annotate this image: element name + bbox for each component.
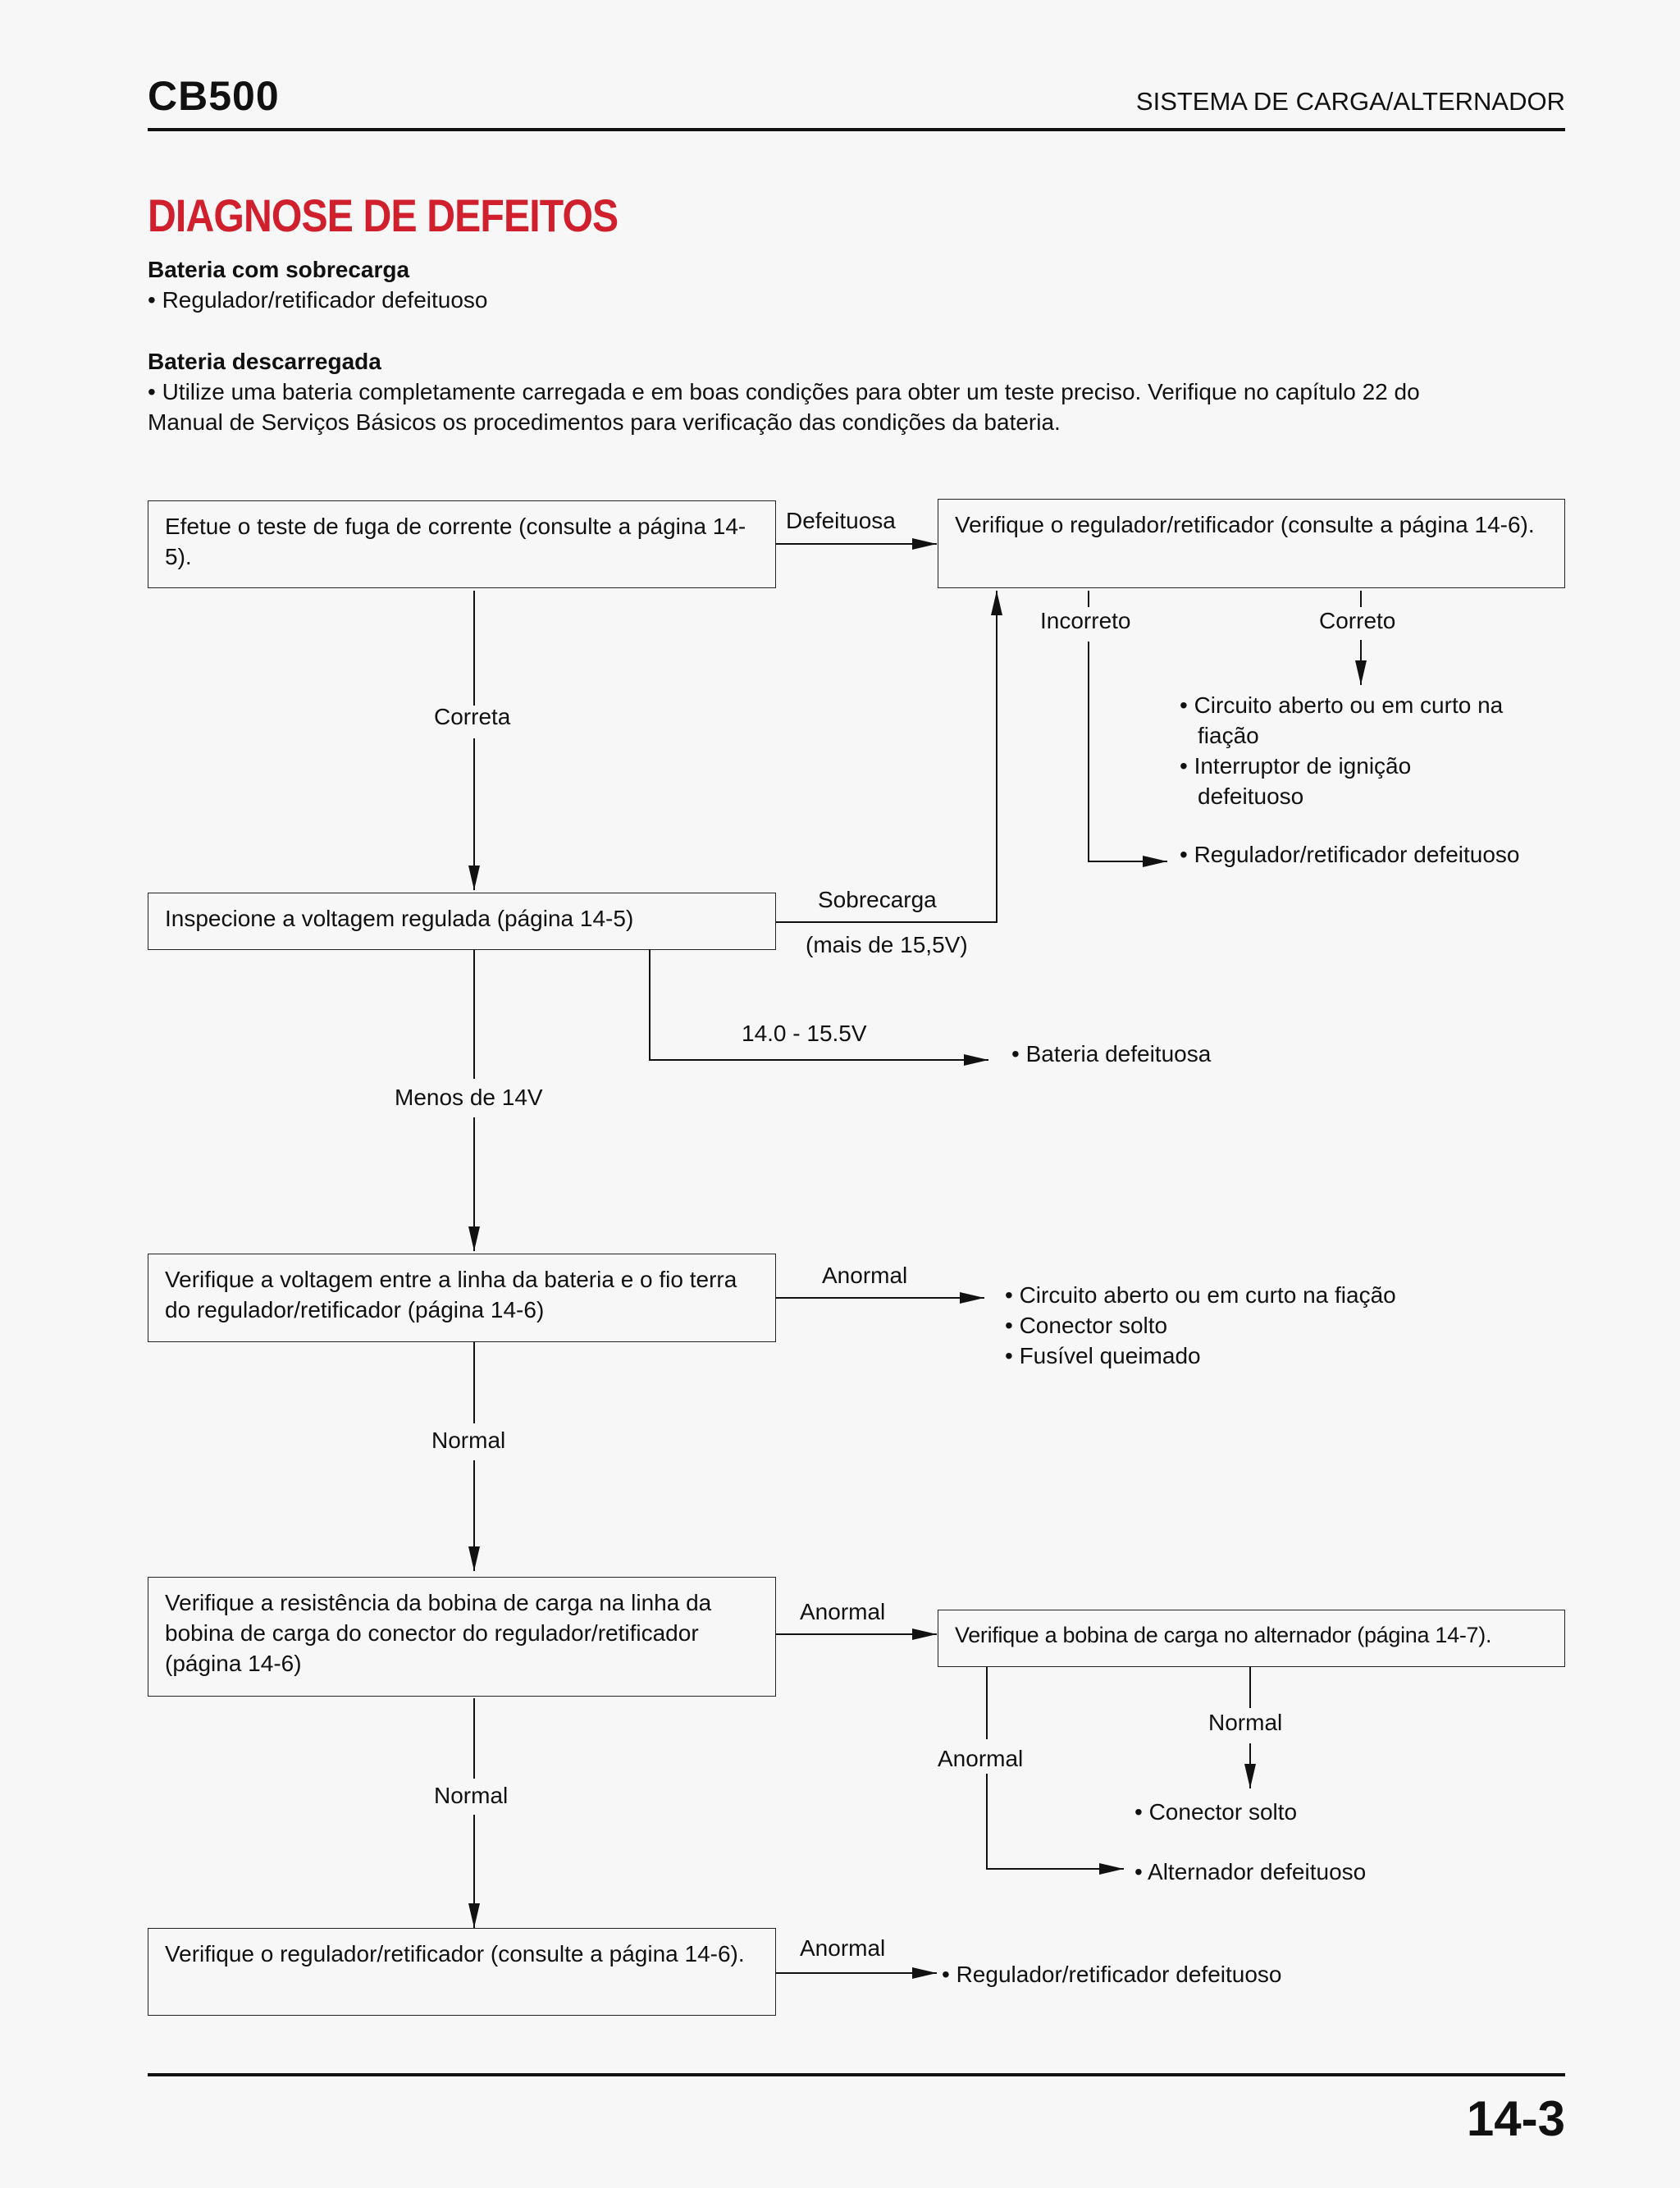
header-rule xyxy=(148,128,1565,131)
result-correto-line: • Interruptor de ignição xyxy=(1180,753,1412,779)
page-number: 14-3 xyxy=(1466,2091,1565,2146)
section-title: SISTEMA DE CARGA/ALTERNADOR xyxy=(1135,87,1565,116)
label-normal-2: Normal xyxy=(434,1783,509,1808)
intro-discharged: Bateria descarregada • Utilize uma bater… xyxy=(148,346,1420,437)
result-voltage-range: • Bateria defeituosa xyxy=(1011,1041,1212,1067)
discharged-line-2: Manual de Serviços Básicos os procedimen… xyxy=(148,409,1061,435)
discharged-line-1: • Utilize uma bateria completamente carr… xyxy=(148,379,1420,404)
box-battery-line-voltage: Verifique a voltagem entre a linha da ba… xyxy=(148,1254,776,1342)
box-check-regulator-1: Verifique o regulador/retificador (consu… xyxy=(938,499,1565,588)
result-battery-line-item: • Fusível queimado xyxy=(1005,1343,1201,1368)
label-voltage-range: 14.0 - 15.5V xyxy=(742,1021,867,1046)
box-check-regulator-2: Verifique o regulador/retificador (consu… xyxy=(148,1928,776,2016)
model-name: CB500 xyxy=(148,73,280,119)
label-menos-14v: Menos de 14V xyxy=(395,1085,543,1110)
result-correto-line: fiação xyxy=(1198,723,1259,748)
result-correto: • Circuito aberto ou em curto na fiação … xyxy=(1180,690,1503,811)
box-coil-resistance: Verifique a resistência da bobina de car… xyxy=(148,1577,776,1697)
label-normal-1: Normal xyxy=(431,1427,506,1453)
intro-overcharge: Bateria com sobrecarga • Regulador/retif… xyxy=(148,254,488,315)
result-battery-line: • Circuito aberto ou em curto na fiação … xyxy=(1005,1280,1396,1371)
label-anormal-2: Anormal xyxy=(800,1599,886,1624)
label-anormal-3: Anormal xyxy=(800,1935,886,1961)
box-inspect-voltage: Inspecione a voltagem regulada (página 1… xyxy=(148,893,776,950)
box-leak-test: Efetue o teste de fuga de corrente (cons… xyxy=(148,500,776,588)
discharged-heading: Bateria descarregada xyxy=(148,349,381,374)
result-coil-anormal: • Alternador defeituoso xyxy=(1134,1859,1367,1884)
label-sobrecarga-value: (mais de 15,5V) xyxy=(806,932,968,957)
overcharge-heading: Bateria com sobrecarga xyxy=(148,257,410,282)
result-incorreto: • Regulador/retificador defeituoso xyxy=(1180,842,1520,867)
label-normal-coil: Normal xyxy=(1208,1710,1283,1735)
overcharge-item: • Regulador/retificador defeituoso xyxy=(148,287,488,313)
result-correto-line: • Circuito aberto ou em curto na xyxy=(1180,692,1504,718)
result-regulator-2: • Regulador/retificador defeituoso xyxy=(942,1962,1282,1987)
label-anormal-1: Anormal xyxy=(822,1263,908,1288)
result-battery-line-item: • Circuito aberto ou em curto na fiação xyxy=(1005,1282,1396,1308)
label-anormal-coil: Anormal xyxy=(938,1746,1024,1771)
result-coil-normal: • Conector solto xyxy=(1134,1799,1298,1825)
result-correto-line: defeituoso xyxy=(1198,783,1304,809)
label-defeituosa: Defeituosa xyxy=(786,508,896,533)
label-sobrecarga: Sobrecarga xyxy=(818,887,937,912)
footer-rule xyxy=(148,2073,1565,2076)
label-correto: Correto xyxy=(1319,608,1396,633)
box-alternator-coil: Verifique a bobina de carga no alternado… xyxy=(938,1610,1565,1667)
label-correta: Correta xyxy=(434,704,511,729)
page-title: DIAGNOSE DE DEFEITOS xyxy=(148,190,619,241)
result-battery-line-item: • Conector solto xyxy=(1005,1313,1168,1338)
label-incorreto: Incorreto xyxy=(1040,608,1131,633)
